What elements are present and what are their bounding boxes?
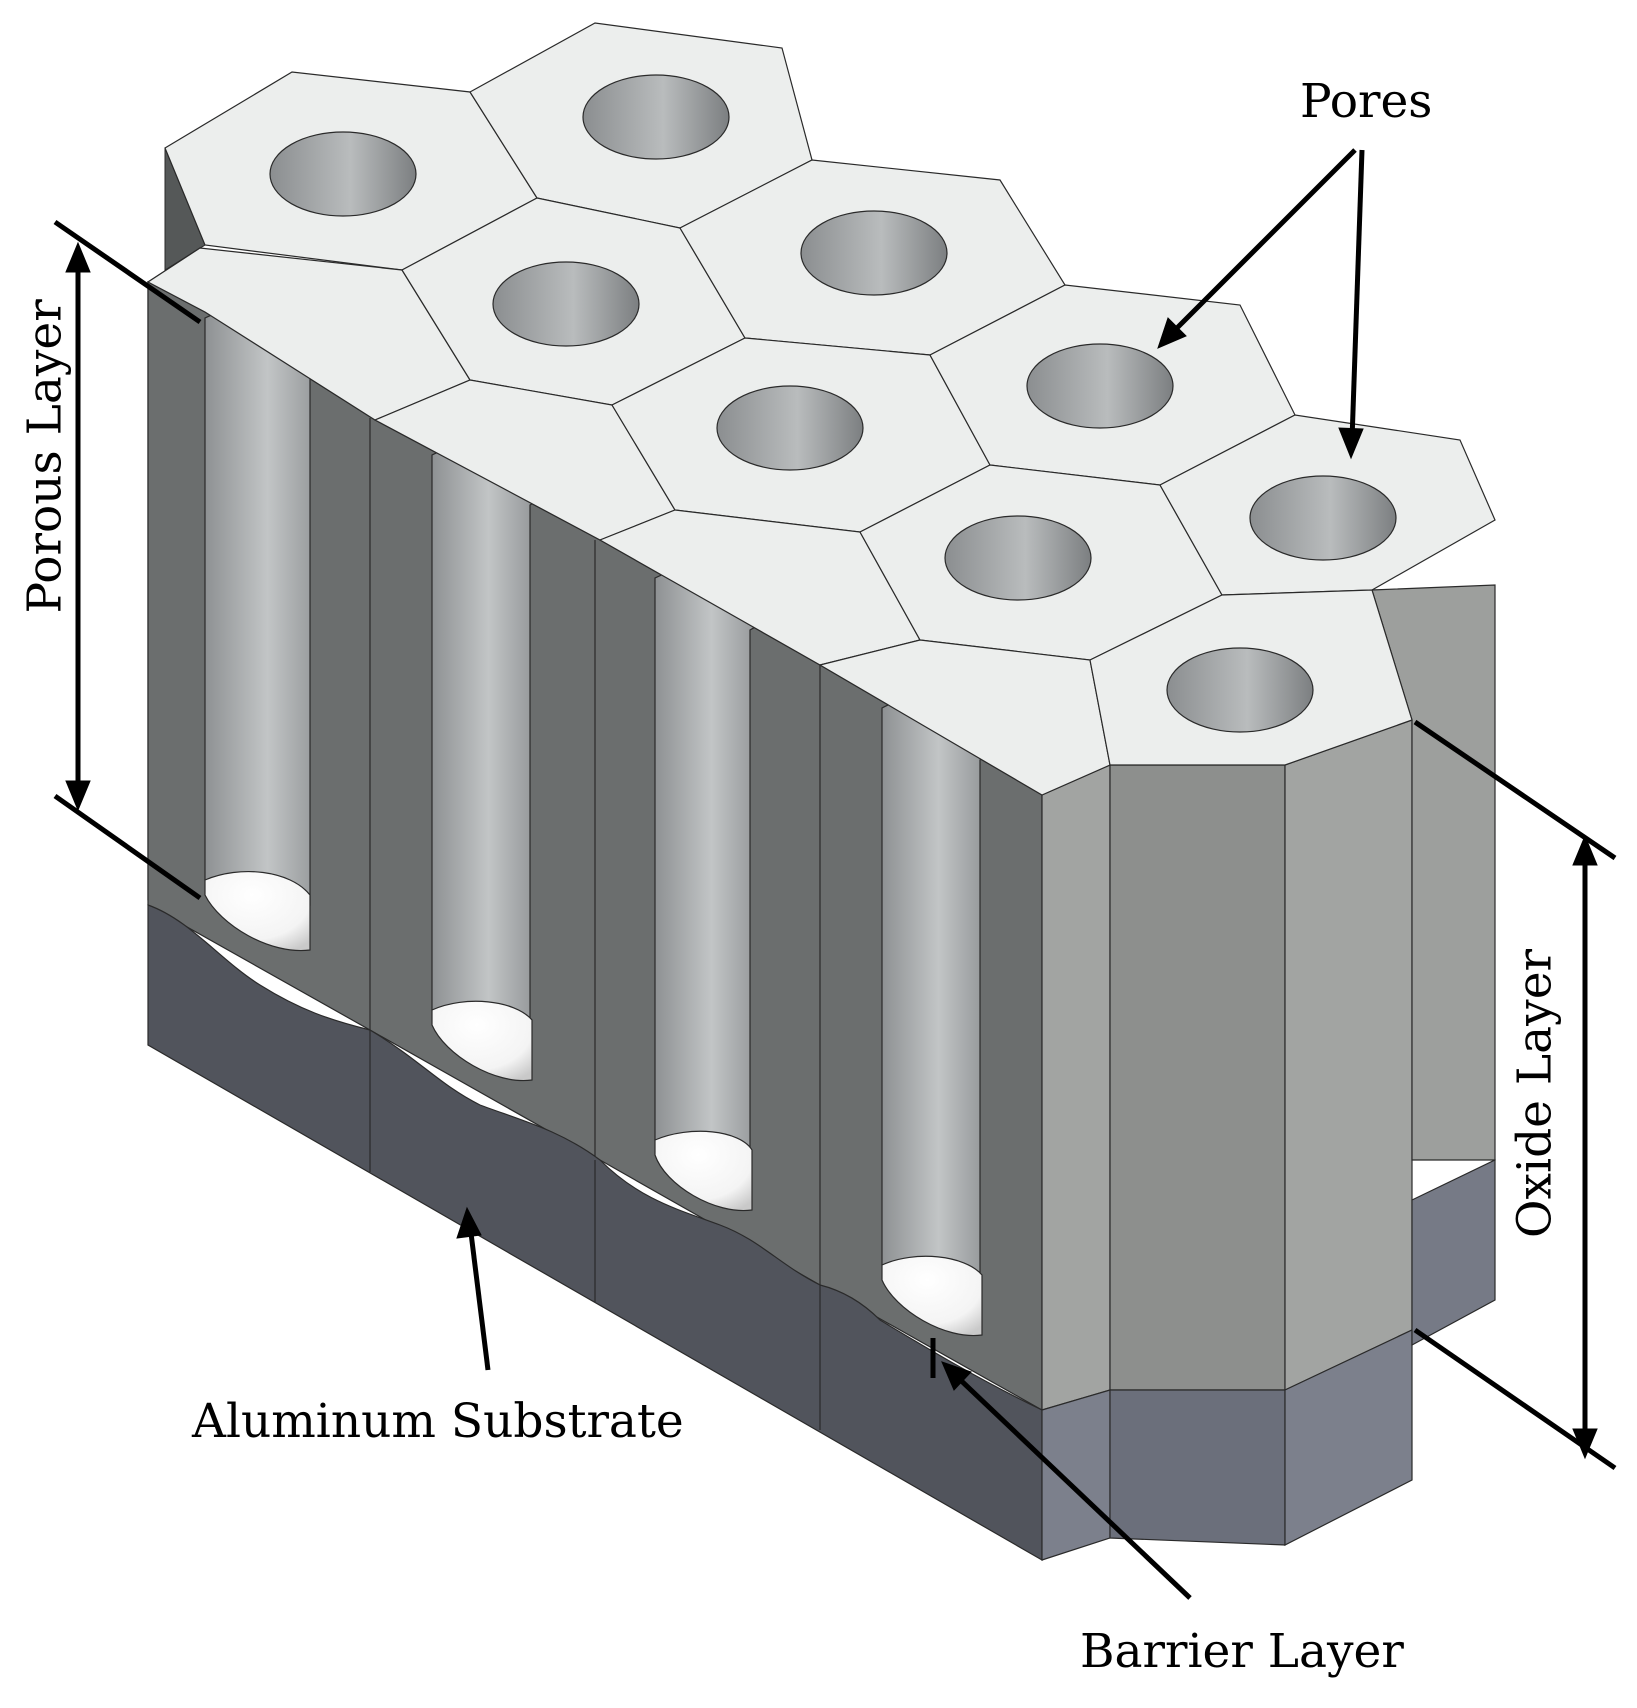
right-face-3 <box>1284 719 1413 1391</box>
cut-face-dividers <box>369 418 821 1285</box>
porous-arrow-head-bottom <box>65 780 91 812</box>
pores-arrow-2 <box>1349 149 1365 441</box>
top-pores <box>269 74 1397 733</box>
pores-arrow-2-head <box>1338 427 1364 460</box>
pore-hole-d3 <box>1249 475 1397 561</box>
oxide-layer-label: Oxide Layer <box>1507 949 1563 1238</box>
right-substrate-3 <box>1284 1329 1413 1546</box>
right-substrate-1 <box>1041 1389 1111 1561</box>
pore-hole-b3 <box>800 210 948 296</box>
cut-pore-2 <box>431 442 546 1082</box>
right-face-1 <box>1041 764 1111 1411</box>
porous-layer-bottom-line <box>53 793 202 901</box>
porous-arrow-head-top <box>65 241 91 273</box>
pores-arrow-1 <box>1168 148 1357 337</box>
pore-hole-e2 <box>1166 647 1314 733</box>
substrate-arrow <box>467 1224 491 1371</box>
pore-hole-c2 <box>716 385 864 471</box>
oxide-block <box>147 147 1496 1562</box>
pore-hole-a2 <box>582 74 730 160</box>
right-substrate-4 <box>1411 1159 1496 1347</box>
oxide-layer-top-line <box>1413 719 1617 861</box>
pore-hole-b2 <box>492 261 640 347</box>
substrate-dividers <box>369 1030 821 1430</box>
cut-pore-4 <box>881 697 996 1337</box>
right-substrate-2 <box>1109 1389 1286 1546</box>
pore-hole-a1 <box>269 131 417 217</box>
annotations <box>53 148 1617 1600</box>
aluminum-substrate-label: Aluminum Substrate <box>192 1394 684 1449</box>
oxide-arrow-head-top <box>1572 834 1598 866</box>
substrate-arrow-head <box>456 1206 482 1239</box>
pore-hole-c3 <box>1026 343 1174 429</box>
right-face-2 <box>1109 764 1286 1391</box>
barrier-arrow <box>950 1370 1192 1600</box>
barrier-layer-label: Barrier Layer <box>1080 1624 1404 1679</box>
porous-layer-top-line <box>53 219 202 325</box>
cut-pores <box>204 307 996 1337</box>
cut-pore-1 <box>204 307 331 952</box>
oxide-arrow-head-bottom <box>1572 1428 1598 1460</box>
barrier-arrow-head <box>941 1361 972 1391</box>
pores-arrow-1-head <box>1157 317 1187 349</box>
pores-label: Pores <box>1300 74 1433 129</box>
pore-hole-d2 <box>944 515 1092 601</box>
porous-layer-label: Porous Layer <box>17 299 73 614</box>
